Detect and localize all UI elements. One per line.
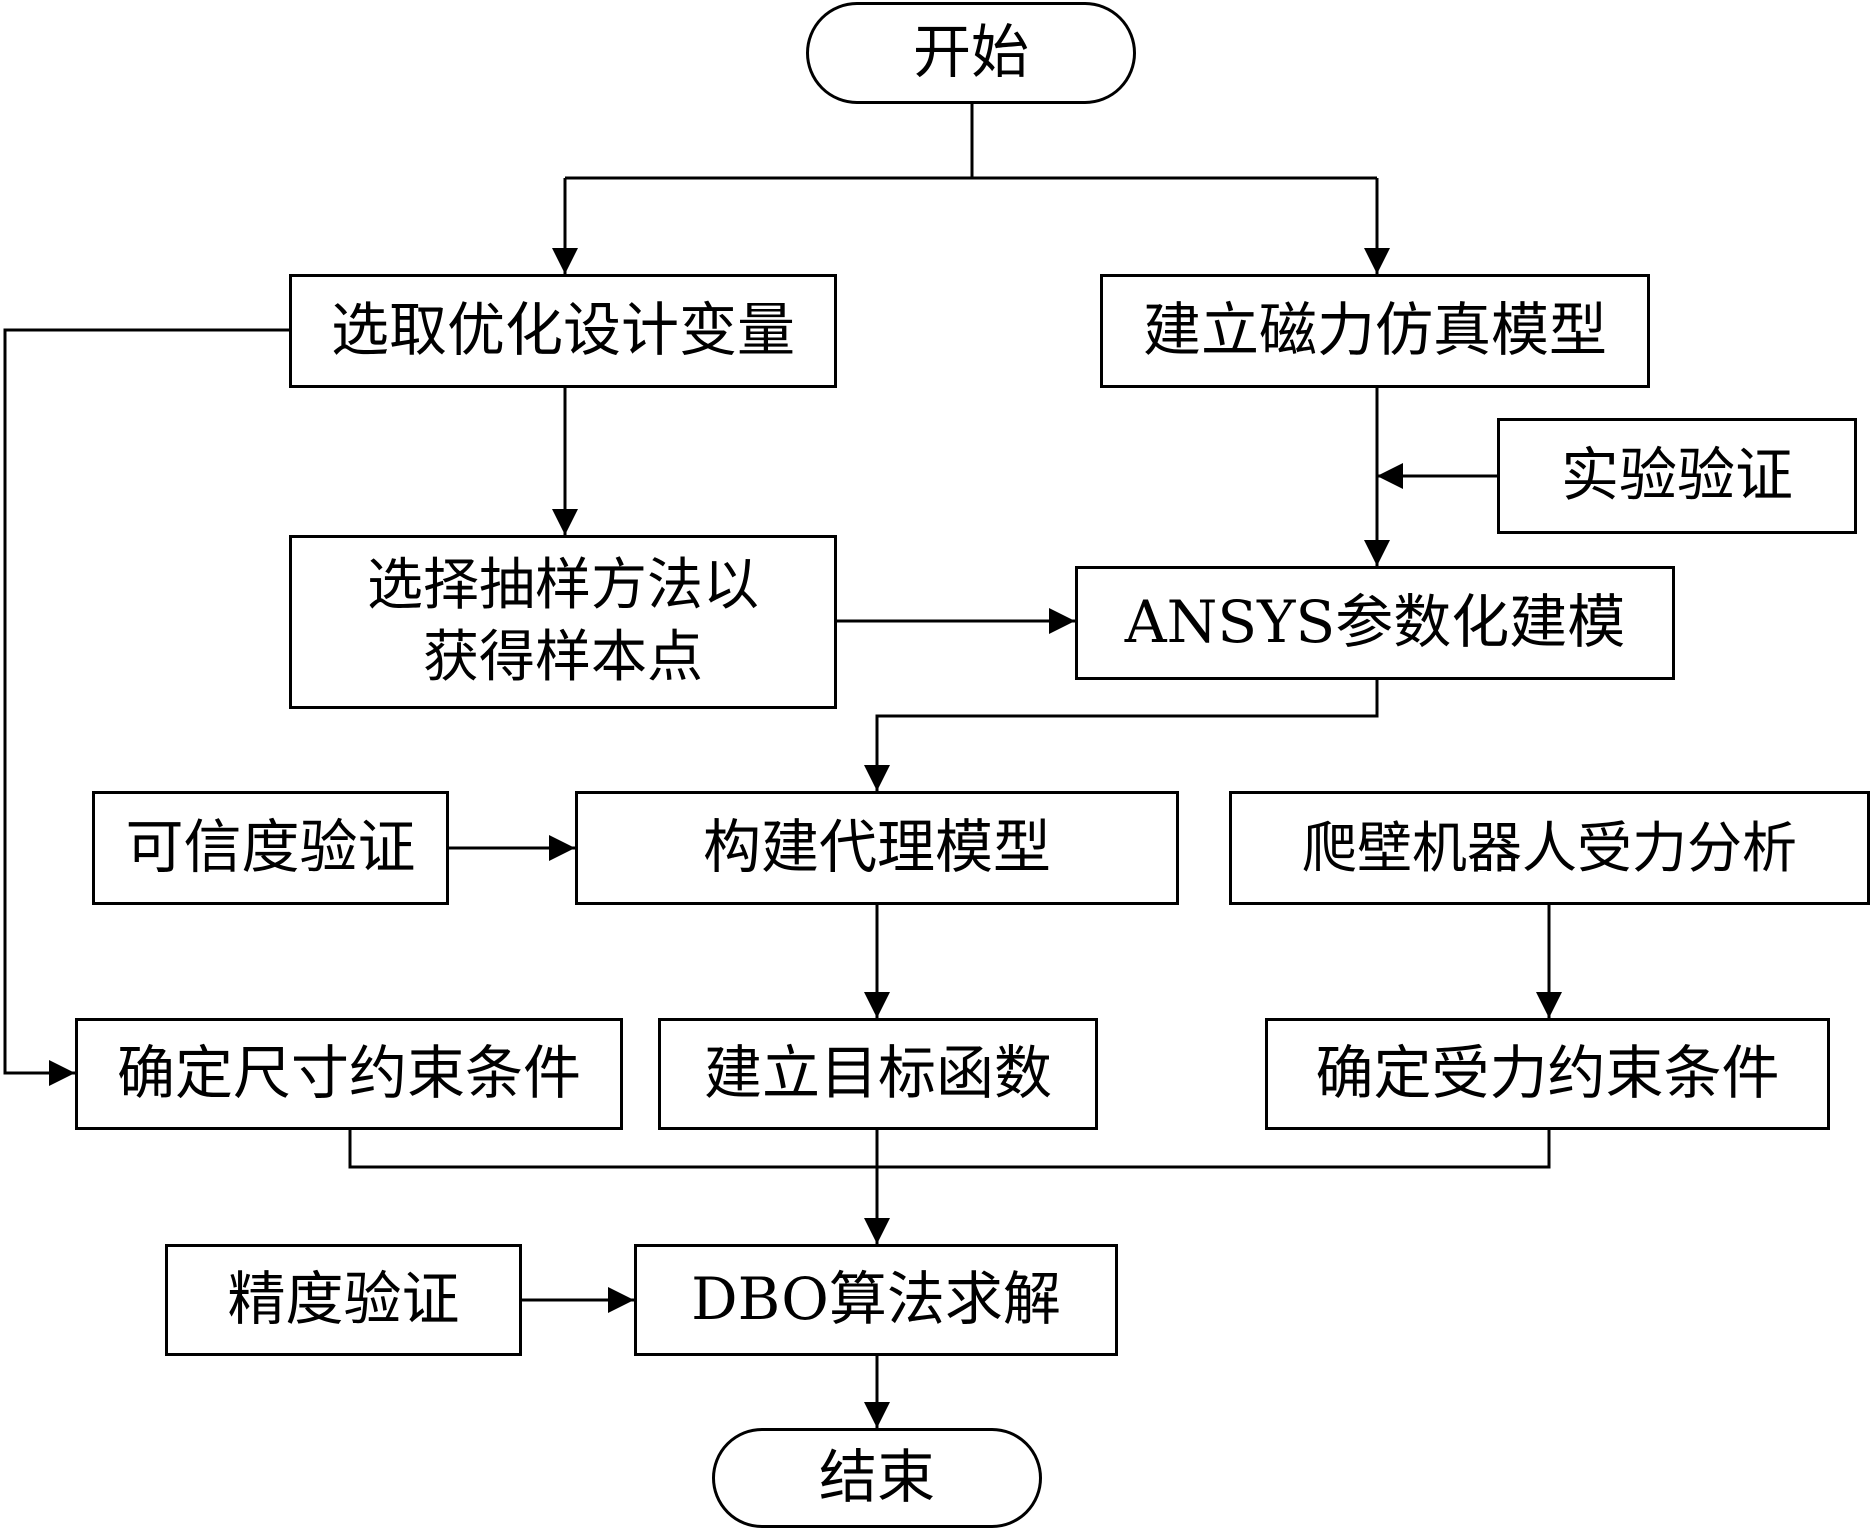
select-vars-box: 选取优化设计变量 [289,274,837,388]
force-analysis-box: 爬壁机器人受力分析 [1229,791,1870,905]
objective-box: 建立目标函数 [658,1018,1098,1130]
connector-merge [348,1130,1551,1169]
sampling-box: 选择抽样方法以 获得样本点 [289,535,837,709]
start-label: 开始 [912,18,1029,87]
force-constraint-label: 确定受力约束条件 [1315,1039,1780,1108]
dbo-label: DBO算法求解 [691,1265,1061,1334]
arrow-ansys-to-surrogate [864,680,1379,791]
accuracy-label: 精度验证 [227,1265,460,1334]
sampling-label-line2: 获得样本点 [423,625,703,690]
force-constraint-box: 确定受力约束条件 [1265,1018,1830,1130]
size-constraint-label: 确定尺寸约束条件 [116,1039,581,1108]
end-label: 结束 [818,1443,935,1512]
experiment-box: 实验验证 [1497,418,1857,534]
dbo-box: DBO算法求解 [634,1244,1118,1356]
start-terminal: 开始 [806,2,1136,104]
end-terminal: 结束 [712,1428,1042,1528]
surrogate-box: 构建代理模型 [575,791,1179,905]
size-constraint-box: 确定尺寸约束条件 [75,1018,623,1130]
build-sim-box: 建立磁力仿真模型 [1100,274,1650,388]
credibility-label: 可信度验证 [125,813,416,882]
ansys-box: ANSYS参数化建模 [1075,566,1675,680]
surrogate-label: 构建代理模型 [702,813,1051,882]
ansys-label: ANSYS参数化建模 [1124,588,1626,657]
experiment-label: 实验验证 [1560,441,1793,510]
select-vars-label: 选取优化设计变量 [330,296,795,365]
accuracy-box: 精度验证 [165,1244,522,1356]
credibility-box: 可信度验证 [92,791,449,905]
build-sim-label: 建立磁力仿真模型 [1142,296,1607,365]
arrow-vars-to-size-constraint [3,328,289,1086]
sampling-label-line1: 选择抽样方法以 [367,553,759,619]
objective-label: 建立目标函数 [703,1039,1052,1108]
force-analysis-label: 爬壁机器人受力分析 [1301,816,1797,880]
